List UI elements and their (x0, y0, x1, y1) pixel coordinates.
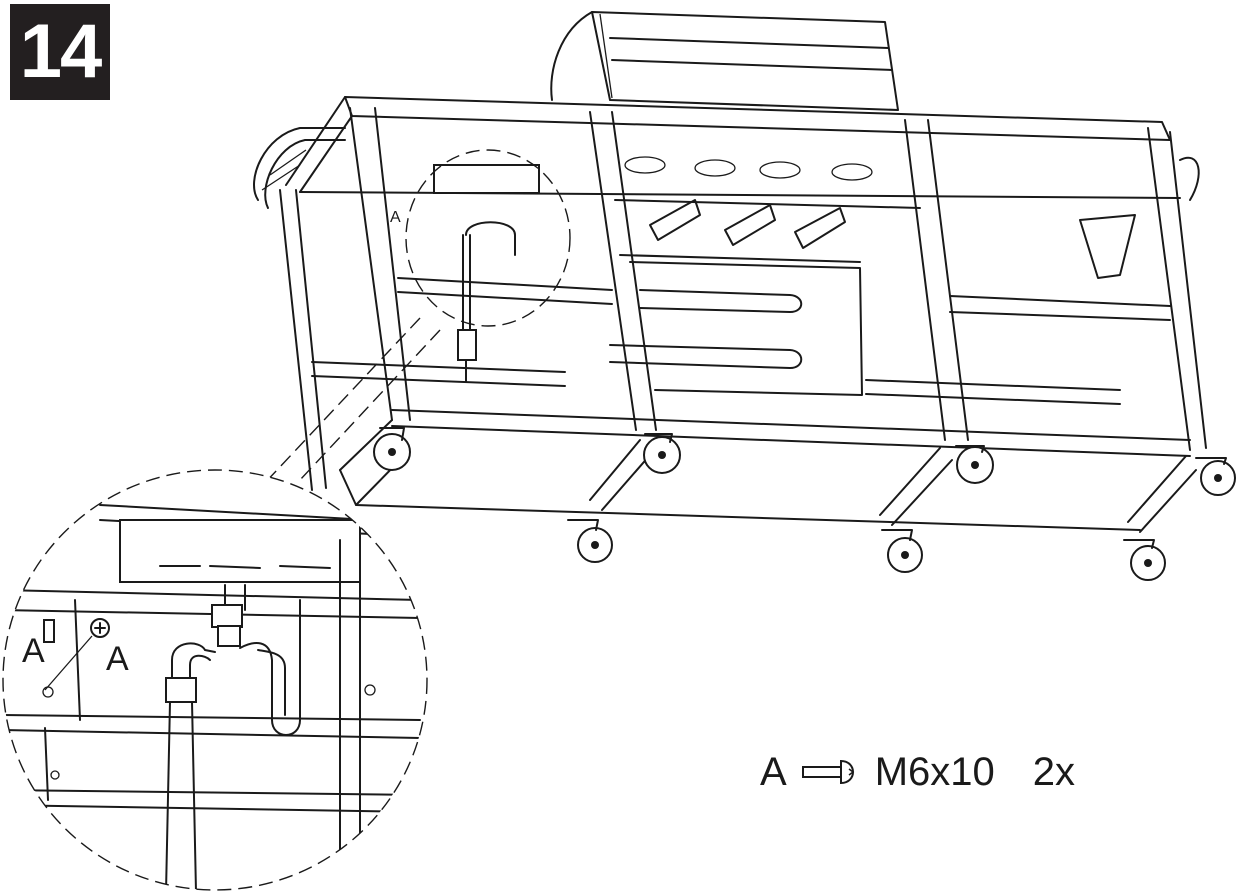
tank-tray (609, 261, 863, 396)
part-label: A (760, 749, 787, 794)
detail-callout-a-left: A (22, 632, 45, 670)
burner-tubes (614, 156, 921, 263)
detail-zoom-view: A A (2, 469, 428, 891)
screw-icon (801, 759, 854, 785)
cart-frame (279, 96, 1207, 533)
step-number-badge: 14 (10, 4, 110, 100)
caster-wheel (1195, 457, 1236, 496)
parts-legend: A M6x10 2x (760, 742, 1075, 802)
caster-wheel (1123, 539, 1166, 581)
caster-wheel (373, 427, 411, 471)
right-side-shelf (1079, 156, 1200, 279)
part-quantity: 2x (1032, 749, 1075, 794)
detail-callout-a-right: A (106, 640, 129, 678)
detail-leader-line (299, 329, 441, 481)
part-size: M6x10 (874, 749, 995, 794)
gas-hose-overview (405, 149, 571, 383)
caster-wheel (643, 433, 681, 474)
grill-hood (550, 11, 899, 111)
caster-wheel (567, 519, 613, 563)
casters (373, 427, 1236, 581)
side-handle (253, 127, 346, 209)
caster-wheel (881, 529, 923, 573)
caster-wheel (955, 445, 994, 484)
overview-callout-a: A (390, 209, 401, 226)
